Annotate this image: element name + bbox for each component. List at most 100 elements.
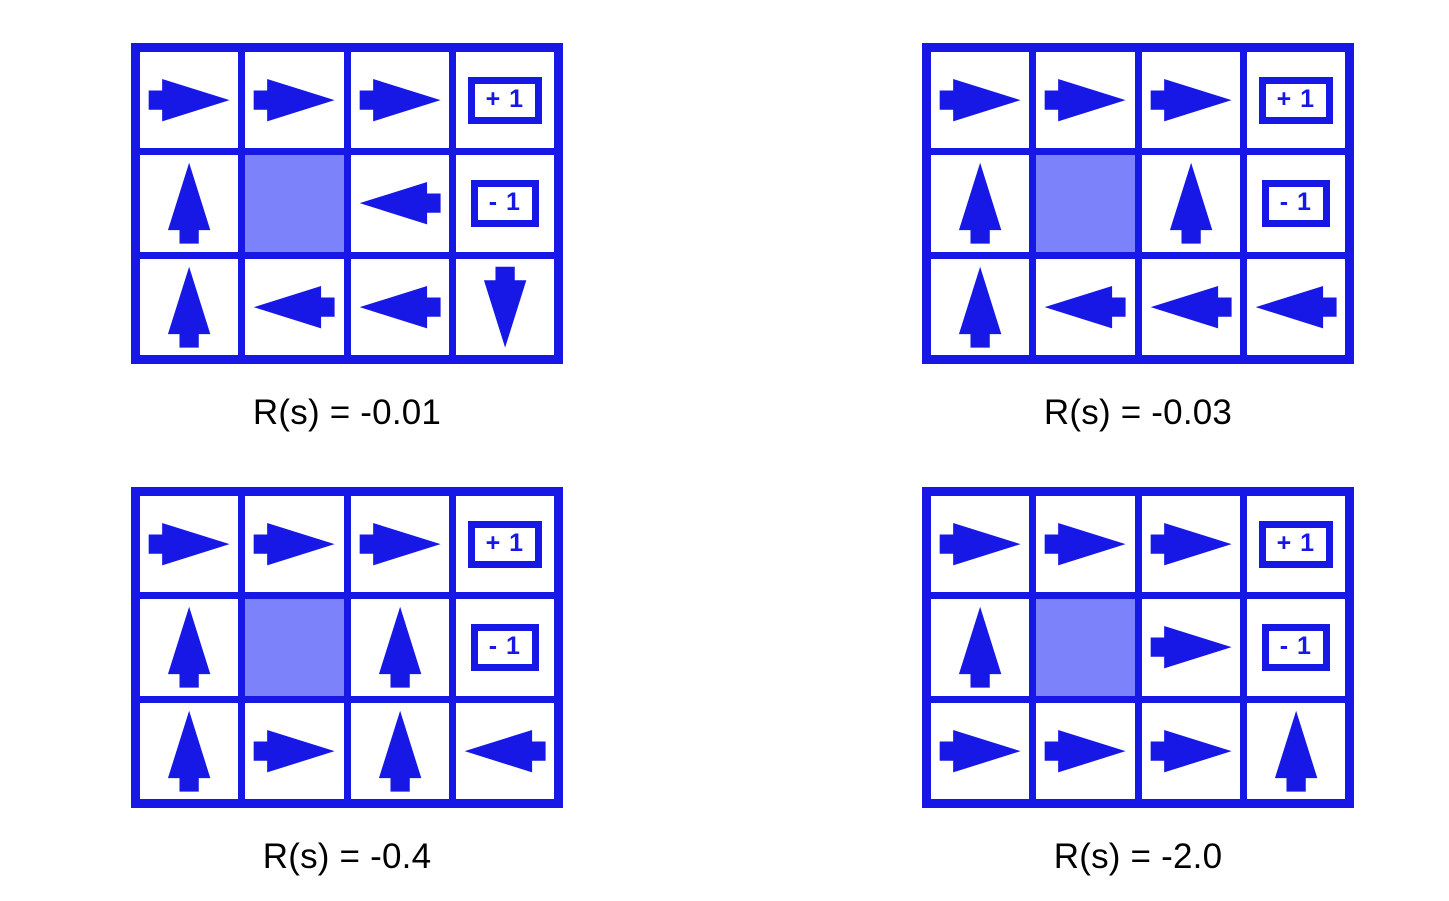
arrow-right-icon (1142, 703, 1240, 799)
policy-action-cell[interactable] (140, 599, 239, 696)
gridworld: + 1 - 1 (131, 43, 563, 364)
policy-action-cell[interactable] (140, 702, 239, 799)
policy-action-cell[interactable] (350, 702, 449, 799)
arrow-right-icon (931, 52, 1029, 148)
policy-action-cell[interactable] (1036, 258, 1135, 355)
policy-action-cell[interactable] (455, 258, 554, 355)
reward-minus-one-box[interactable]: - 1 (1246, 599, 1345, 696)
policy-action-cell[interactable] (140, 155, 239, 252)
panel-caption: R(s) = -2.0 (1053, 837, 1223, 876)
blocked-cell (245, 599, 344, 696)
terminal-reward-label: + 1 (1258, 520, 1334, 568)
panel-caption: R(s) = -0.03 (1043, 393, 1233, 432)
terminal-reward-label: - 1 (1261, 623, 1330, 671)
arrow-right-icon (351, 496, 449, 592)
policy-panel: + 1 - 1 R(s) = -0.4 (131, 487, 563, 877)
policy-panel: + 1 - 1 R(s) = -0.03 (922, 43, 1354, 433)
arrow-left-icon (1036, 259, 1134, 355)
arrow-down-icon (456, 259, 554, 355)
arrow-right-icon (1142, 52, 1240, 148)
terminal-reward-label: - 1 (470, 179, 539, 227)
policy-action-cell[interactable] (245, 496, 344, 593)
arrow-left-icon (351, 259, 449, 355)
policy-action-cell[interactable] (1246, 702, 1345, 799)
arrow-right-icon (1142, 496, 1240, 592)
arrow-right-icon (931, 703, 1029, 799)
arrow-up-icon (931, 259, 1029, 355)
reward-plus-one-box[interactable]: + 1 (1246, 496, 1345, 593)
policy-action-cell[interactable] (931, 52, 1030, 149)
arrow-right-icon (245, 496, 343, 592)
arrow-up-icon (140, 155, 238, 251)
reward-minus-one-box[interactable]: - 1 (455, 599, 554, 696)
arrow-right-icon (245, 52, 343, 148)
arrow-left-icon (351, 155, 449, 251)
gridworld: + 1 - 1 (922, 487, 1354, 808)
policy-action-cell[interactable] (1141, 258, 1240, 355)
panel-caption: R(s) = -0.4 (262, 837, 432, 876)
policy-action-cell[interactable] (931, 258, 1030, 355)
arrow-up-icon (140, 703, 238, 799)
arrow-right-icon (351, 52, 449, 148)
policy-action-cell[interactable] (1141, 496, 1240, 593)
terminal-reward-label: + 1 (1258, 76, 1334, 124)
arrow-right-icon (1036, 52, 1134, 148)
arrow-up-icon (351, 703, 449, 799)
terminal-reward-label: - 1 (470, 623, 539, 671)
reward-minus-one-box[interactable]: - 1 (1246, 155, 1345, 252)
policy-action-cell[interactable] (931, 155, 1030, 252)
policy-action-cell[interactable] (1141, 155, 1240, 252)
policy-action-cell[interactable] (1036, 496, 1135, 593)
arrow-left-icon (456, 703, 554, 799)
policy-action-cell[interactable] (1246, 258, 1345, 355)
policy-action-cell[interactable] (931, 702, 1030, 799)
gridworld: + 1 - 1 (131, 487, 563, 808)
policy-action-cell[interactable] (140, 496, 239, 593)
arrow-right-icon (931, 496, 1029, 592)
arrow-right-icon (1142, 599, 1240, 695)
policy-action-cell[interactable] (140, 258, 239, 355)
reward-plus-one-box[interactable]: + 1 (1246, 52, 1345, 149)
arrow-left-icon (1142, 259, 1240, 355)
arrow-up-icon (931, 599, 1029, 695)
policy-action-cell[interactable] (245, 52, 344, 149)
arrow-right-icon (1036, 703, 1134, 799)
terminal-reward-label: + 1 (467, 520, 543, 568)
policy-action-cell[interactable] (931, 496, 1030, 593)
policy-action-cell[interactable] (1141, 599, 1240, 696)
arrow-left-icon (245, 259, 343, 355)
policy-action-cell[interactable] (1141, 52, 1240, 149)
blocked-cell (1036, 599, 1135, 696)
policy-action-cell[interactable] (350, 52, 449, 149)
arrow-right-icon (1036, 496, 1134, 592)
blocked-cell (1036, 155, 1135, 252)
reward-minus-one-box[interactable]: - 1 (455, 155, 554, 252)
policy-action-cell[interactable] (931, 599, 1030, 696)
arrow-right-icon (245, 703, 343, 799)
policy-action-cell[interactable] (350, 258, 449, 355)
policy-panel: + 1 - 1 R(s) = -2.0 (922, 487, 1354, 877)
arrow-up-icon (351, 599, 449, 695)
policy-action-cell[interactable] (350, 496, 449, 593)
policy-action-cell[interactable] (455, 702, 554, 799)
reward-plus-one-box[interactable]: + 1 (455, 52, 554, 149)
policy-action-cell[interactable] (245, 258, 344, 355)
gridworld: + 1 - 1 (922, 43, 1354, 364)
terminal-reward-label: - 1 (1261, 179, 1330, 227)
policy-action-cell[interactable] (1036, 52, 1135, 149)
arrow-up-icon (1142, 155, 1240, 251)
arrow-up-icon (1247, 703, 1345, 799)
arrow-up-icon (140, 259, 238, 355)
arrow-up-icon (140, 599, 238, 695)
policy-action-cell[interactable] (245, 702, 344, 799)
policy-action-cell[interactable] (1141, 702, 1240, 799)
policy-action-cell[interactable] (1036, 702, 1135, 799)
blocked-cell (245, 155, 344, 252)
policy-action-cell[interactable] (350, 155, 449, 252)
reward-plus-one-box[interactable]: + 1 (455, 496, 554, 593)
arrow-right-icon (140, 496, 238, 592)
policy-action-cell[interactable] (140, 52, 239, 149)
policy-action-cell[interactable] (350, 599, 449, 696)
